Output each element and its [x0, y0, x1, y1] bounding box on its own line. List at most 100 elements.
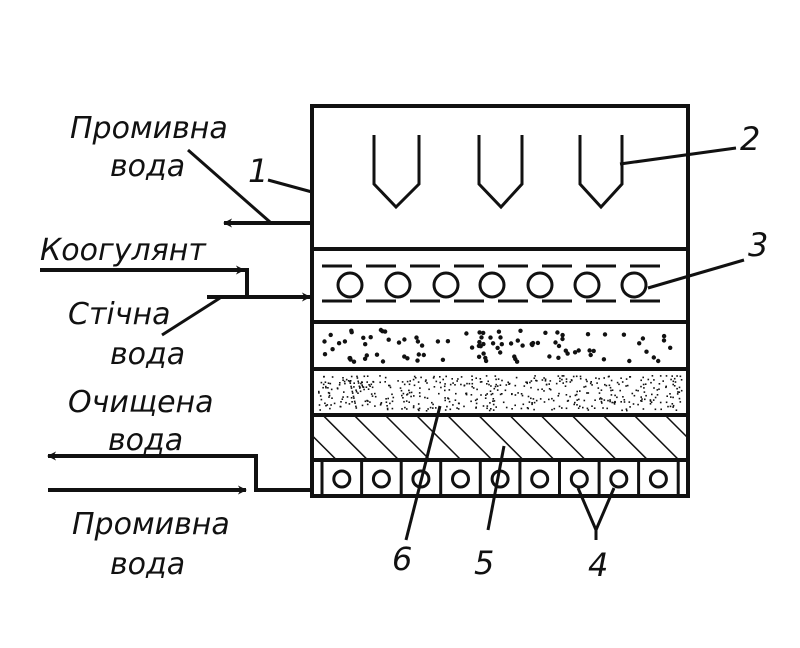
fine-grain — [626, 409, 628, 412]
fine-grain — [470, 400, 472, 403]
fine-grain — [497, 378, 500, 380]
fine-grain — [604, 383, 606, 386]
fine-grain — [319, 395, 322, 397]
fine-grain — [552, 399, 555, 402]
fine-grain — [527, 395, 530, 398]
fine-grain — [530, 380, 533, 382]
fine-grain — [499, 384, 502, 386]
fine-grain — [371, 395, 374, 397]
fine-grain — [499, 393, 502, 396]
coarse-grain — [585, 332, 591, 337]
fine-grain — [452, 404, 454, 406]
fine-grain — [494, 375, 497, 377]
fine-grain — [625, 408, 628, 410]
fine-grain — [579, 405, 581, 408]
fine-grain — [389, 402, 391, 405]
fine-grain — [520, 393, 523, 395]
fine-grain — [488, 409, 491, 412]
fine-grain — [479, 378, 482, 380]
coarse-grain — [322, 352, 328, 357]
drain-nozzle — [451, 469, 470, 489]
coarse-grain — [421, 352, 426, 358]
fine-grain — [359, 387, 361, 389]
fine-grain — [515, 376, 518, 379]
leader-wastewater — [161, 296, 221, 337]
coarse-grain — [496, 329, 502, 334]
fine-grain — [486, 383, 488, 385]
coarse-grain — [414, 335, 419, 340]
fine-grain — [643, 387, 645, 389]
fine-grain — [574, 401, 576, 404]
fine-grain — [429, 406, 432, 409]
fine-grain — [425, 410, 428, 412]
fine-grain — [672, 383, 674, 386]
fine-grain — [564, 385, 567, 387]
fine-grain — [629, 406, 631, 408]
fine-grain — [435, 380, 438, 383]
coarse-grain — [336, 341, 342, 346]
fine-grain — [476, 388, 478, 391]
fine-grain — [593, 407, 596, 409]
fine-grain — [558, 405, 561, 408]
fine-grain — [343, 391, 345, 393]
fine-grain — [391, 393, 393, 396]
fine-grain — [340, 401, 342, 403]
fine-grain — [641, 398, 643, 400]
coarse-grain — [322, 339, 327, 344]
fine-grain — [439, 381, 441, 384]
fine-grain — [374, 405, 376, 407]
fine-grain — [640, 400, 642, 402]
fine-grain — [579, 377, 582, 380]
fine-grain — [670, 378, 672, 381]
fine-grain — [470, 394, 473, 396]
fine-grain — [490, 408, 492, 410]
fine-grain — [432, 407, 434, 409]
fine-grain — [533, 377, 536, 379]
coarse-grain — [415, 358, 420, 363]
fine-grain — [493, 387, 496, 390]
fine-grain — [582, 406, 584, 409]
fine-grain — [680, 389, 683, 392]
fine-grain — [440, 386, 442, 389]
fine-grain — [439, 376, 441, 378]
fine-grain — [386, 407, 389, 410]
fine-grain — [587, 392, 590, 394]
fine-grain — [670, 396, 672, 398]
fine-grain — [672, 406, 674, 408]
tube-ball — [384, 271, 412, 299]
coarse-grain — [368, 335, 373, 340]
fine-grain — [456, 380, 458, 382]
fine-grain — [666, 395, 668, 397]
fine-grain — [533, 408, 535, 411]
fine-grain — [505, 406, 508, 409]
fine-grain — [486, 407, 488, 410]
fine-grain — [322, 383, 325, 386]
fine-grain — [417, 381, 420, 383]
fine-grain — [610, 379, 613, 382]
fine-grain — [366, 403, 369, 406]
fine-grain — [480, 394, 482, 396]
fine-grain — [621, 409, 623, 412]
fine-grain — [496, 385, 499, 387]
fine-grain — [406, 380, 409, 383]
fine-grain — [324, 381, 327, 383]
fine-grain — [600, 400, 603, 403]
fine-grain — [622, 396, 624, 398]
fine-grain — [391, 407, 394, 410]
fine-grain — [672, 404, 675, 407]
fine-grain — [399, 387, 402, 389]
fine-grain — [386, 408, 389, 411]
fine-grain — [496, 389, 499, 391]
fine-grain — [649, 399, 652, 401]
fine-grain — [621, 381, 624, 383]
fine-grain — [614, 394, 616, 397]
fine-grain — [495, 383, 497, 386]
fine-grain — [327, 382, 330, 384]
fine-grain — [485, 375, 488, 377]
fine-grain — [348, 403, 351, 405]
fine-grain — [328, 396, 330, 398]
fine-grain — [329, 382, 332, 385]
fine-grain — [403, 383, 406, 386]
fine-grain — [356, 375, 358, 378]
fine-grain — [635, 389, 638, 392]
